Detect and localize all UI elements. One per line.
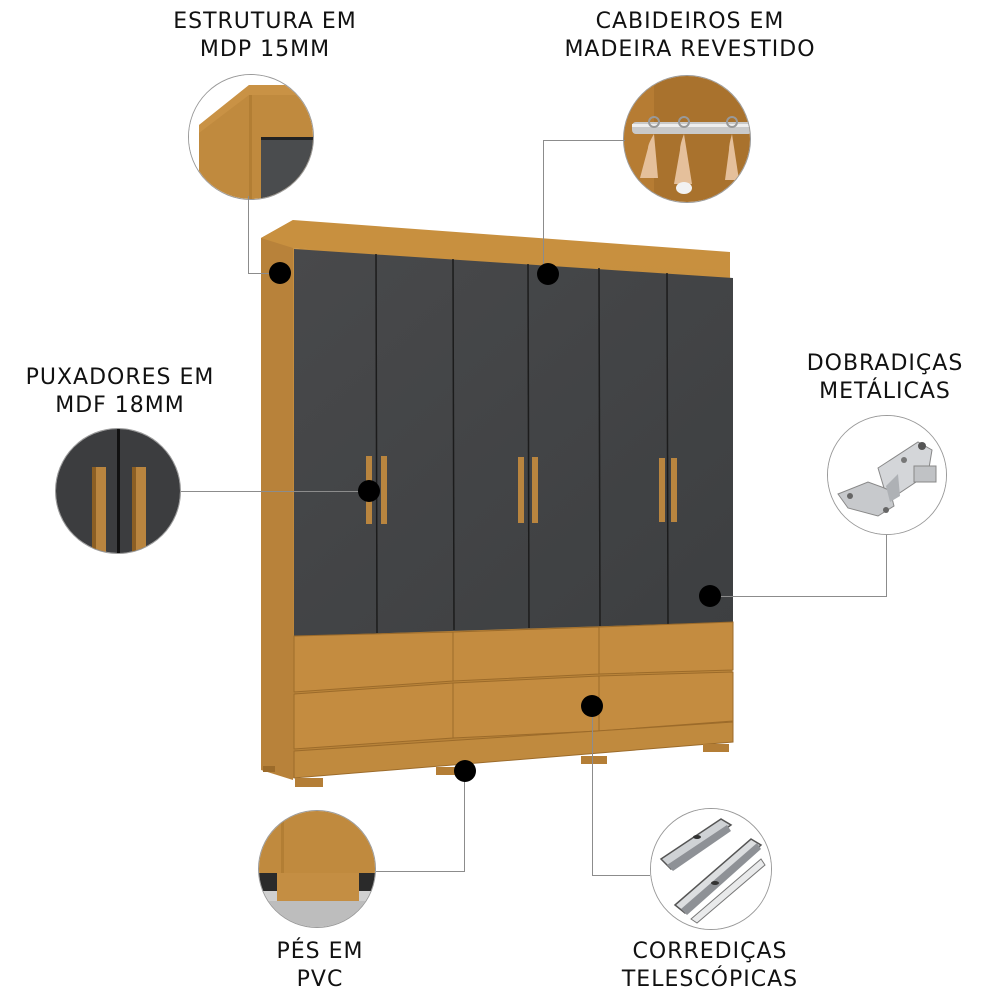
connector-puxadores (181, 491, 369, 492)
label-line: TELESCÓPICAS (621, 967, 799, 992)
connector-corredicas (592, 706, 593, 875)
label-line: PUXADORES EM (25, 365, 215, 390)
label-estrutura: ESTRUTURA EM MDP 15MM (150, 8, 380, 64)
label-line: PVC (296, 967, 344, 992)
telescopic-slides-detail-image (650, 808, 772, 930)
cabinet-corner-detail-image (188, 74, 314, 200)
hanger-rod-detail-image (623, 75, 751, 203)
hotspot-puxadores[interactable] (358, 480, 380, 502)
label-line: ESTRUTURA EM (173, 9, 357, 34)
label-line: CORREDIÇAS (632, 939, 788, 964)
label-line: PÉS EM (276, 939, 364, 964)
label-pes: PÉS EM PVC (230, 938, 410, 994)
label-line: METÁLICAS (819, 379, 951, 404)
label-puxadores: PUXADORES EM MDF 18MM (5, 364, 235, 420)
label-dobradicas: DOBRADIÇAS METÁLICAS (780, 350, 990, 406)
hotspot-estrutura[interactable] (269, 262, 291, 284)
connector-dobradicas (710, 596, 887, 597)
label-line: MDF 18MM (55, 393, 185, 418)
connector-estrutura (248, 196, 249, 274)
connector-cabideiros (543, 140, 625, 141)
connector-dobradicas (886, 535, 887, 597)
connector-cabideiros (543, 140, 544, 273)
connector-corredicas (592, 875, 650, 876)
label-line: MADEIRA REVESTIDO (564, 37, 816, 62)
label-line: MDP 15MM (199, 37, 331, 62)
label-line: CABIDEIROS EM (595, 9, 785, 34)
hotspot-pes[interactable] (454, 760, 476, 782)
label-line: DOBRADIÇAS (806, 351, 964, 376)
handles-detail-image (55, 428, 181, 554)
pvc-feet-detail-image (258, 810, 376, 928)
connector-pes (376, 871, 465, 872)
label-corredicas: CORREDIÇAS TELESCÓPICAS (600, 938, 820, 994)
metal-hinge-detail-image (827, 415, 947, 535)
label-cabideiros: CABIDEIROS EM MADEIRA REVESTIDO (555, 8, 825, 64)
hotspot-cabideiros[interactable] (537, 263, 559, 285)
hotspot-dobradicas[interactable] (699, 585, 721, 607)
connector-pes (464, 771, 465, 871)
hotspot-corredicas[interactable] (581, 695, 603, 717)
connector-estrutura (248, 273, 280, 274)
